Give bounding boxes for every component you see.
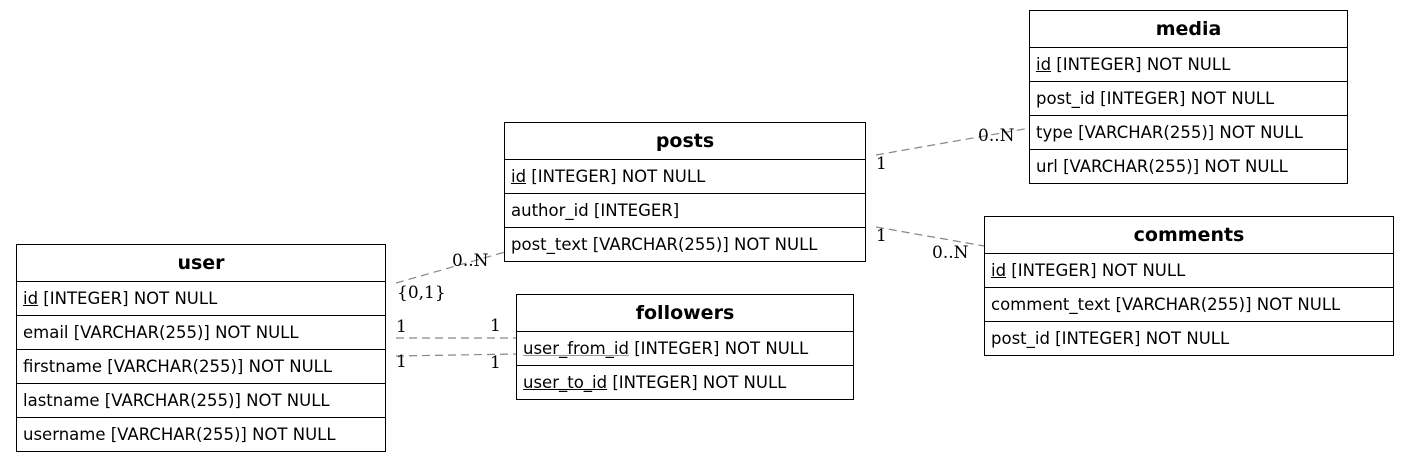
entity-comments[interactable]: comments id [INTEGER] NOT NULL comment_t… bbox=[984, 216, 1394, 356]
entity-title: user bbox=[17, 245, 385, 282]
primary-key: id bbox=[991, 261, 1007, 280]
column-row: author_id [INTEGER] bbox=[505, 194, 865, 228]
primary-key: id bbox=[511, 167, 527, 186]
cardinality-label: 0..N bbox=[452, 251, 489, 271]
entity-title: comments bbox=[985, 217, 1393, 254]
cardinality-label: 1 bbox=[876, 226, 887, 246]
primary-key: user_to_id bbox=[523, 373, 608, 392]
column-row: id [INTEGER] NOT NULL bbox=[505, 160, 865, 194]
column-row: id [INTEGER] NOT NULL bbox=[1030, 48, 1347, 82]
cardinality-label: 1 bbox=[396, 352, 407, 372]
column-row: user_from_id [INTEGER] NOT NULL bbox=[517, 332, 853, 366]
column-row: id [INTEGER] NOT NULL bbox=[985, 254, 1393, 288]
column-row: post_text [VARCHAR(255)] NOT NULL bbox=[511, 235, 818, 254]
column-row: url [VARCHAR(255)] NOT NULL bbox=[1036, 157, 1288, 176]
column-row: comment_text [VARCHAR(255)] NOT NULL bbox=[985, 288, 1393, 322]
cardinality-label: 0..N bbox=[978, 126, 1015, 146]
link-posts-media bbox=[875, 127, 1031, 156]
column-row: lastname [VARCHAR(255)] NOT NULL bbox=[17, 384, 385, 418]
column-row: id [INTEGER] NOT NULL bbox=[17, 282, 385, 316]
column-row: post_id [INTEGER] NOT NULL bbox=[1030, 82, 1347, 116]
primary-key: user_from_id bbox=[523, 339, 629, 358]
cardinality-label: 1 bbox=[396, 317, 407, 337]
cardinality-label: 1 bbox=[876, 154, 887, 174]
column-row: type [VARCHAR(255)] NOT NULL bbox=[1030, 116, 1347, 150]
link-user-posts bbox=[395, 251, 506, 284]
entity-title: followers bbox=[517, 295, 853, 332]
primary-key: id bbox=[23, 289, 39, 308]
entity-media[interactable]: media id [INTEGER] NOT NULL post_id [INT… bbox=[1029, 10, 1348, 184]
entity-title: posts bbox=[505, 123, 865, 160]
entity-user[interactable]: user id [INTEGER] NOT NULL email [VARCHA… bbox=[16, 244, 386, 452]
primary-key: id bbox=[1036, 55, 1052, 74]
column-row: post_id [INTEGER] NOT NULL bbox=[991, 329, 1230, 348]
column-row: email [VARCHAR(255)] NOT NULL bbox=[17, 316, 385, 350]
entity-followers[interactable]: followers user_from_id [INTEGER] NOT NUL… bbox=[516, 294, 854, 400]
column-row: firstname [VARCHAR(255)] NOT NULL bbox=[17, 350, 385, 384]
cardinality-label: 0..N bbox=[932, 243, 969, 263]
link-posts-comments bbox=[875, 226, 985, 247]
cardinality-label: {0,1} bbox=[397, 283, 446, 303]
entity-title: media bbox=[1030, 11, 1347, 48]
column-row: user_to_id [INTEGER] NOT NULL bbox=[523, 373, 787, 392]
entity-posts[interactable]: posts id [INTEGER] NOT NULL author_id [I… bbox=[504, 122, 866, 262]
column-row: username [VARCHAR(255)] NOT NULL bbox=[23, 425, 336, 444]
cardinality-label: 1 bbox=[490, 316, 501, 336]
link-user-followers-to bbox=[395, 353, 518, 357]
cardinality-label: 1 bbox=[490, 353, 501, 373]
